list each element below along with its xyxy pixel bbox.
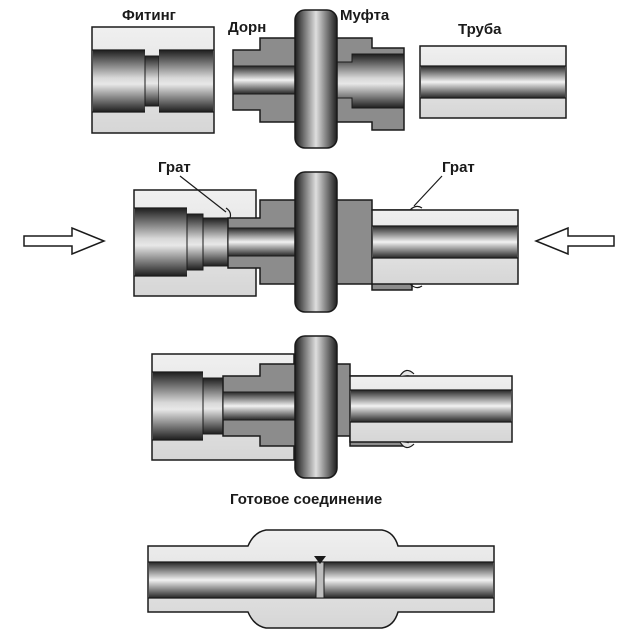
leader-grat-left <box>179 175 227 213</box>
arrow-right-icon <box>23 226 106 256</box>
pipe-part <box>419 45 567 119</box>
fitting-part <box>91 26 215 134</box>
label-fitting: Фитинг <box>122 7 176 24</box>
row3-assembly <box>151 335 513 479</box>
label-finished-joint: Готовое соединение <box>230 491 383 508</box>
heating-tool <box>232 9 405 149</box>
label-grat-right: Грат <box>442 159 475 176</box>
label-dorn: Дорн <box>228 19 267 36</box>
label-truba: Труба <box>458 21 502 38</box>
pipe-heating <box>371 205 519 289</box>
label-grat-left: Грат <box>158 159 191 176</box>
arrow-left-icon <box>534 226 615 256</box>
finished-joint <box>147 529 495 629</box>
leader-grat-right <box>413 175 443 207</box>
label-mufta: Муфта <box>340 7 390 24</box>
